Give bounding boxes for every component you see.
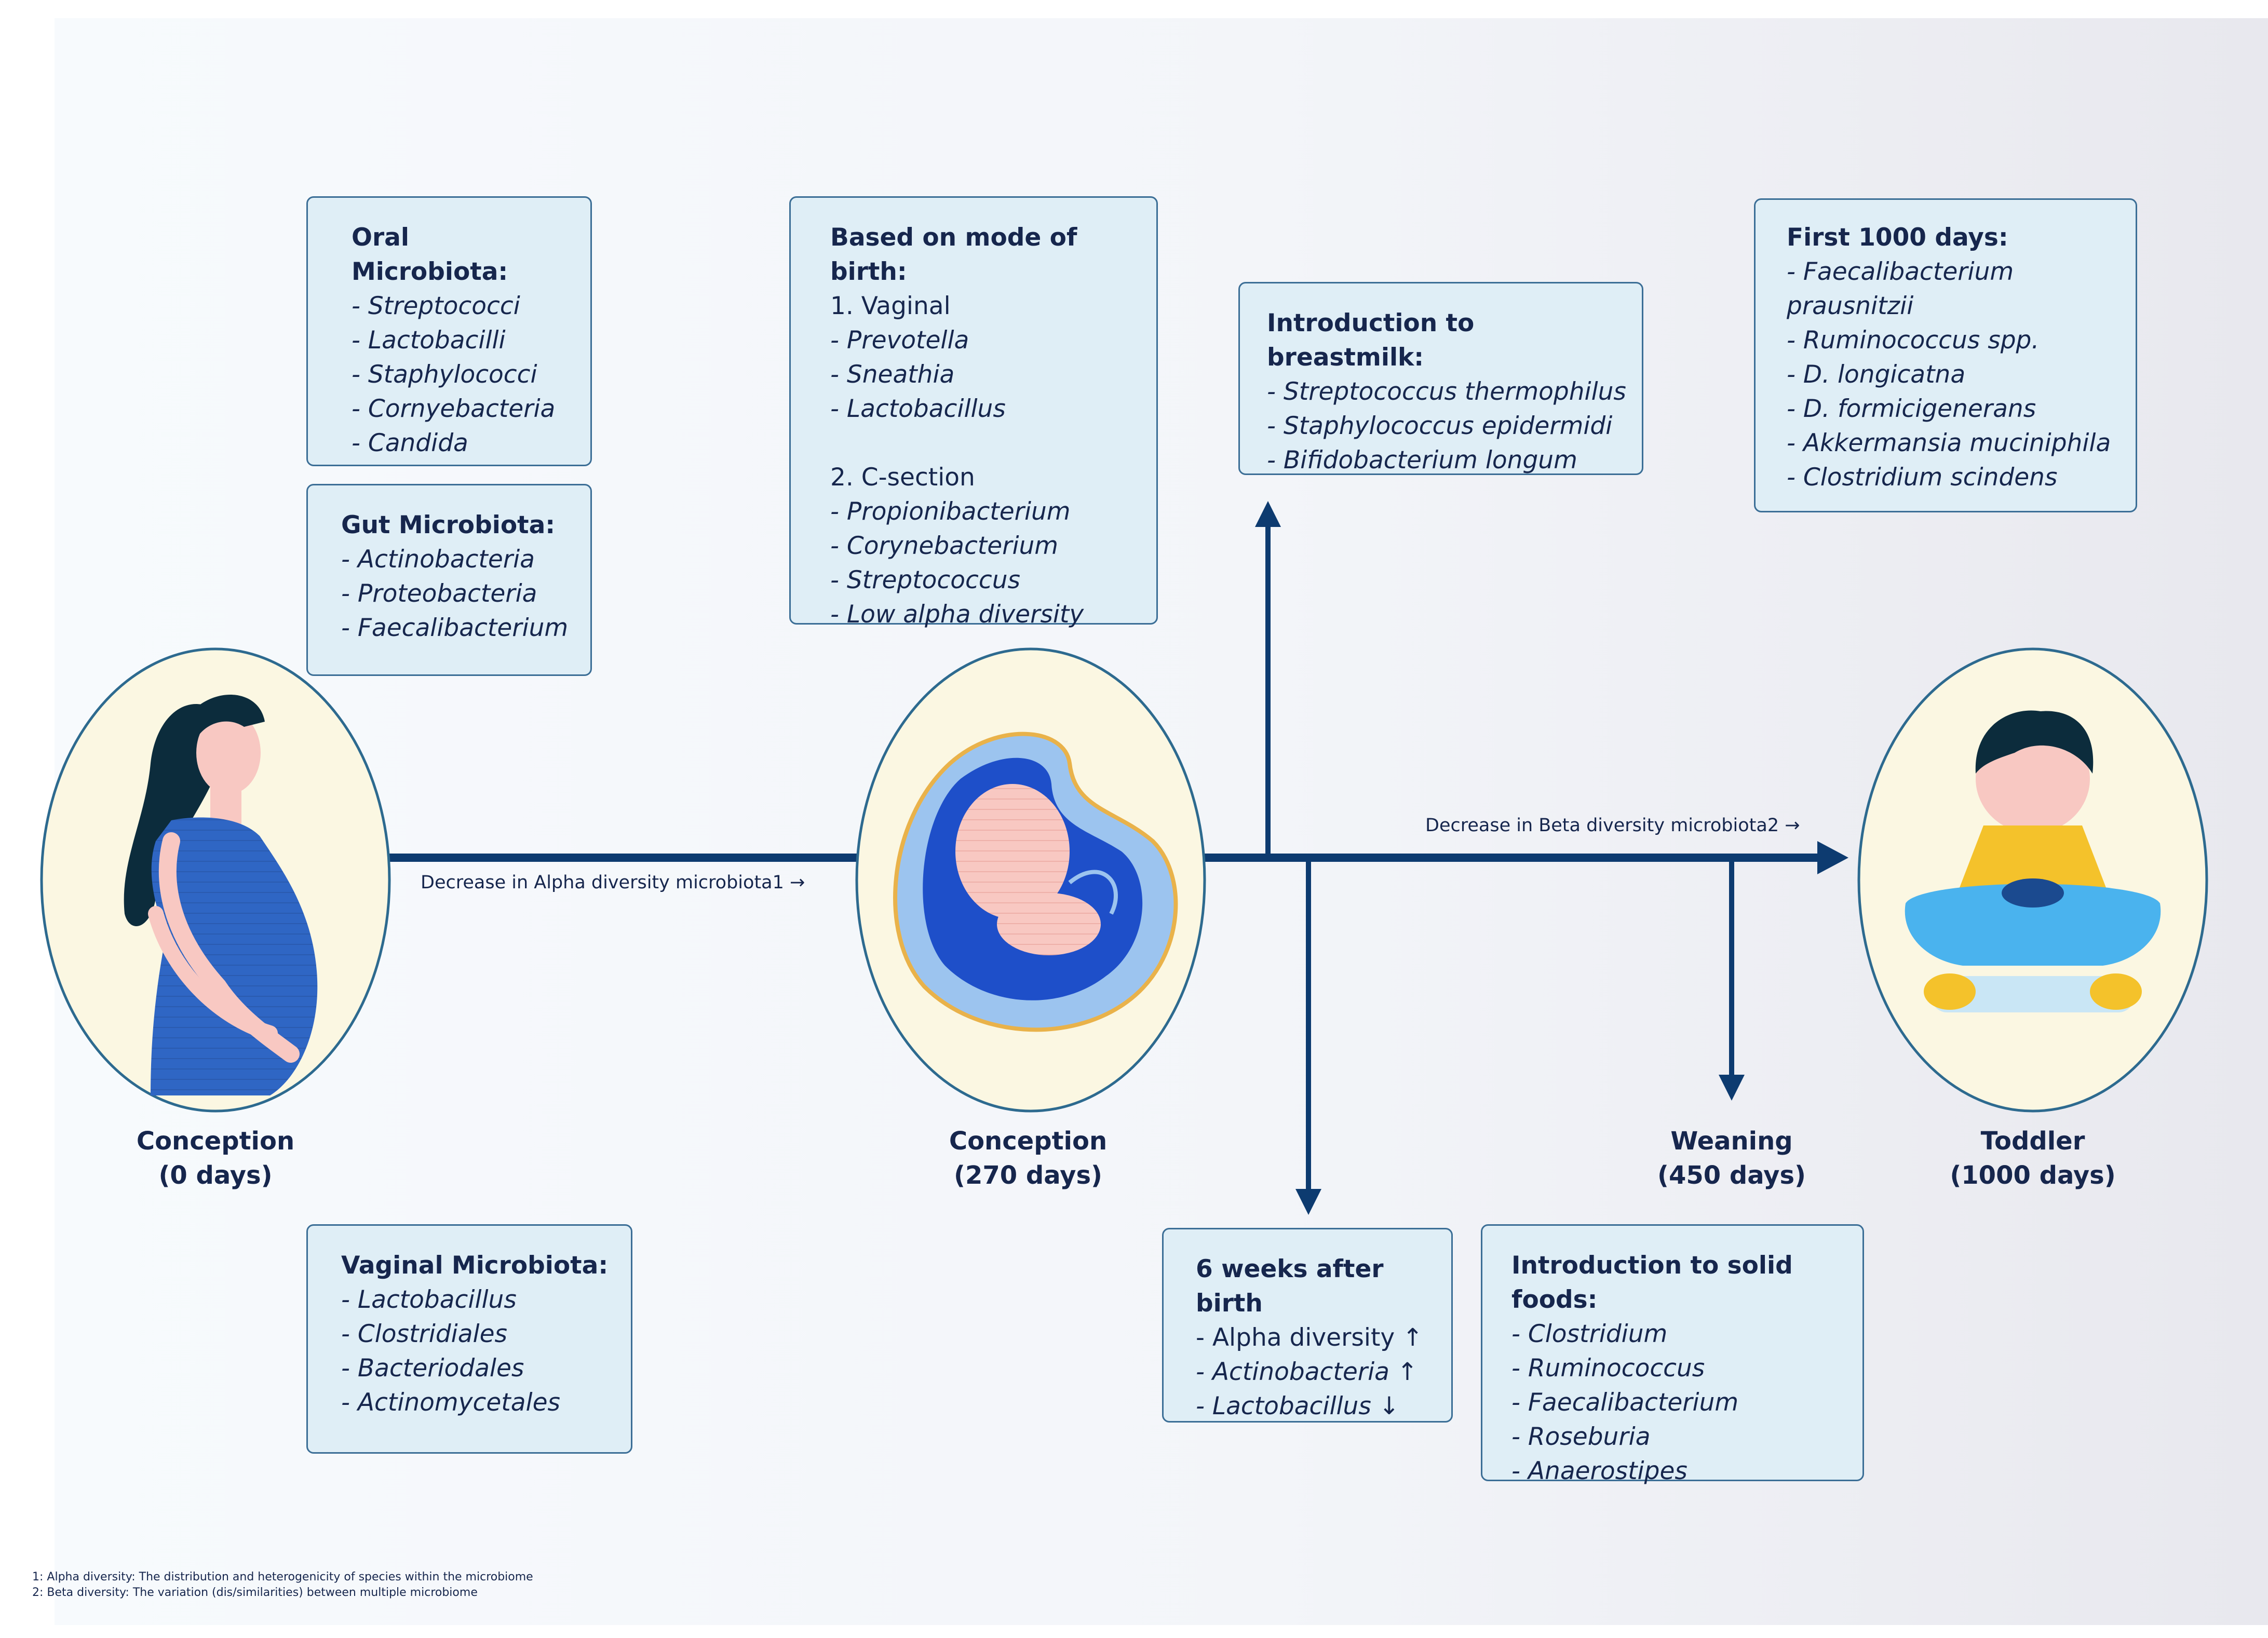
list-item: - Roseburia — [1511, 1423, 1651, 1451]
list-item: - Lactobacillus — [341, 1285, 517, 1314]
arrow-down-6weeks — [1295, 858, 1321, 1215]
list-item: - Clostridiales — [341, 1320, 507, 1348]
list-item: - Staphylococcus epidermidi — [1267, 412, 1613, 440]
list-item: - Ruminococcus spp. — [1787, 326, 2040, 355]
list-item: - Clostridium scindens — [1787, 463, 2058, 492]
toddler-illustration — [1857, 647, 2208, 1113]
breastmilk-box: Introduction to breastmilk: - Streptococ… — [1238, 282, 1643, 475]
stage-days: (450 days) — [1657, 1161, 1806, 1190]
list-item: - Proteobacteria — [341, 579, 537, 608]
list-item: - Bacteriodales — [341, 1354, 524, 1383]
stage-name: Conception — [949, 1127, 1108, 1156]
list-item: - Lactobacillus — [830, 395, 1006, 423]
list-item: - Streptococcus thermophilus — [1267, 377, 1626, 406]
six-weeks-box: 6 weeks after birth - Alpha diversity ↑ … — [1162, 1228, 1453, 1423]
list-item: - Faecalibacterium — [1511, 1388, 1739, 1417]
footnote-alpha: 1: Alpha diversity: The distribution and… — [32, 1571, 533, 1583]
list-item: - Prevotella — [830, 326, 969, 355]
list-item: - Sneathia — [830, 360, 955, 389]
stage-name: Weaning — [1670, 1127, 1793, 1156]
list-item: - Faecalibacterium — [341, 614, 569, 642]
list-item: - D. longicatna — [1787, 360, 1966, 389]
solid-foods-box: Introduction to solid foods: - Clostridi… — [1481, 1224, 1864, 1485]
beta-diversity-annotation: Decrease in Beta diversity microbiota2 → — [1425, 815, 1800, 836]
list-item: - Akkermansia muciniphila — [1787, 429, 2111, 457]
stage-name: Toddler — [1980, 1127, 2085, 1156]
gut-microbiota-box: Gut Microbiota: - Actinobacteria - Prote… — [306, 484, 592, 676]
list-item: - Cornyebacteria — [352, 395, 556, 423]
stage-label-toddler: Toddler (1000 days) — [1929, 1124, 2137, 1193]
oral-microbiota-box: Oral Microbiota: - Streptococci - Lactob… — [306, 196, 592, 466]
footnote-beta: 2: Beta diversity: The variation (dis/si… — [32, 1586, 478, 1599]
list-item: prausnitzii — [1787, 292, 1914, 320]
list-item: - Streptococcus — [830, 566, 1020, 594]
subheading-vaginal: 1. Vaginal — [830, 292, 951, 320]
box-title: Introduction to solid foods: — [1511, 1251, 1793, 1314]
vaginal-microbiota-box: Vaginal Microbiota: - Lactobacillus - Cl… — [306, 1224, 632, 1454]
list-item: - Actinobacteria — [341, 545, 535, 574]
list-item: - Ruminococcus — [1511, 1354, 1705, 1383]
spacer — [830, 426, 1136, 461]
arrow-up-breastmilk — [1255, 501, 1281, 858]
list-item: - Low alpha diversity — [830, 600, 1084, 629]
list-item: - Faecalibacterium — [1787, 258, 2014, 286]
list-item: - Actinobacteria ↑ — [1196, 1358, 1418, 1386]
list-item: - D. formicigenerans — [1787, 395, 2036, 423]
list-item: - Anaerostipes — [1511, 1457, 1688, 1485]
box-title: Vaginal Microbiota: — [341, 1251, 609, 1280]
mode-of-birth-box: Based on mode of birth: 1. Vaginal - Pre… — [789, 196, 1158, 629]
stage-days: (0 days) — [158, 1161, 273, 1190]
box-title: Introduction to breastmilk: — [1267, 309, 1475, 372]
list-item: - Streptococci — [352, 292, 520, 320]
first-1000-days-box: First 1000 days: - Faecalibacterium prau… — [1754, 198, 2137, 512]
stage-name: Conception — [136, 1127, 295, 1156]
stage-label-weaning: Weaning (450 days) — [1628, 1124, 1835, 1193]
fetus-illustration — [855, 647, 1206, 1113]
subheading-c-section: 2. C-section — [830, 463, 975, 492]
arrow-down-weaning — [1719, 858, 1745, 1101]
box-title: Gut Microbiota: — [341, 511, 556, 539]
list-item: - Corynebacterium — [830, 532, 1059, 560]
box-title: 6 weeks after birth — [1196, 1255, 1384, 1318]
list-item: - Clostridium — [1511, 1320, 1668, 1348]
pregnant-woman-illustration — [40, 647, 391, 1113]
box-title: Oral Microbiota: — [352, 223, 508, 286]
list-item: - Candida — [352, 429, 468, 457]
list-item: - Propionibacterium — [830, 497, 1071, 526]
list-item: - Lactobacilli — [352, 326, 506, 355]
list-item: - Staphylococci — [352, 360, 537, 389]
stage-days: (1000 days) — [1950, 1161, 2116, 1190]
stage-label-conception-0: Conception (0 days) — [112, 1124, 319, 1193]
alpha-diversity-annotation: Decrease in Alpha diversity microbiota1 … — [421, 872, 805, 893]
list-item: - Alpha diversity ↑ — [1196, 1323, 1423, 1352]
stage-days: (270 days) — [954, 1161, 1102, 1190]
stage-label-conception-270: Conception (270 days) — [924, 1124, 1132, 1193]
list-item: - Lactobacillus ↓ — [1196, 1392, 1400, 1420]
box-title: First 1000 days: — [1787, 223, 2008, 252]
box-title: Based on mode of birth: — [830, 223, 1077, 286]
list-item: - Bifidobacterium longum — [1267, 446, 1577, 475]
list-item: - Actinomycetales — [341, 1388, 560, 1417]
